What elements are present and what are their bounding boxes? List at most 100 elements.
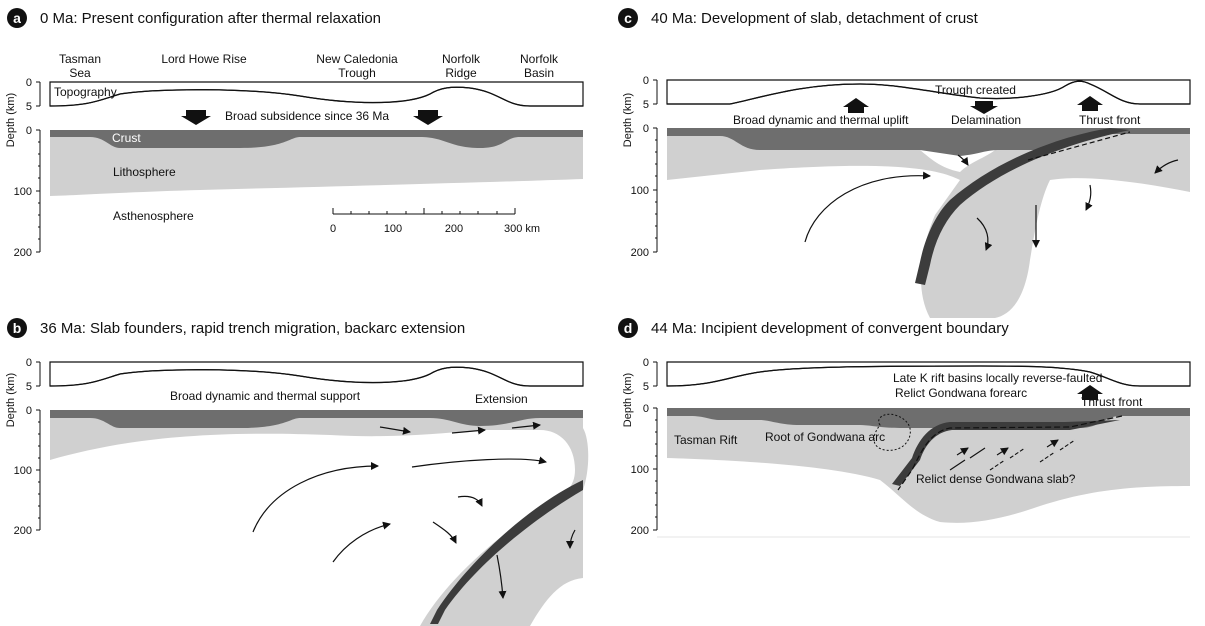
tasman-rift-label: Tasman Rift [674,433,738,447]
b-tick-depth-100: 100 [14,465,32,477]
a-tick-depth-0: 0 [26,125,32,137]
b-slab [430,480,583,624]
forearc-label: Relict Gondwana forearc [895,386,1027,400]
panel-d-title: 44 Ma: Incipient development of converge… [651,320,1009,337]
panel-c-topography [666,79,1191,105]
place-lord-howe-rise: Lord Howe Rise [161,52,247,66]
d-tick-topo-0: 0 [643,357,649,369]
uplift-label: Broad dynamic and thermal uplift [733,113,909,127]
c-flow-arrows [804,154,1179,251]
c-tick-depth-0: 0 [643,123,649,135]
place-norfolk-basin-1: Norfolk [520,52,559,66]
crust-layer [50,130,583,148]
thrust-arrow-d [1077,385,1103,400]
d-tick-depth-200: 200 [631,525,649,537]
thrust-arrow-c [1077,96,1103,111]
panel-d-topography [666,361,1191,387]
b-flow-arrows [252,421,576,599]
place-ridge: Ridge [445,66,477,80]
place-sea: Sea [69,66,91,80]
place-trough: Trough [338,66,376,80]
panel-d-axis [653,361,1190,538]
panel-b-badge [7,318,27,338]
topography-label: Topography [54,85,117,99]
gondwana-arc-root-label: Root of Gondwana arc [765,430,885,444]
panel-c-title: 40 Ma: Development of slab, detachment o… [651,10,979,27]
extension-label: Extension [475,392,528,406]
panel-b-axis [36,361,41,531]
b-tick-topo-0: 0 [26,357,32,369]
scale-0: 0 [330,223,336,235]
place-tasman: Tasman [59,52,101,66]
a-tick-topo-0: 0 [26,77,32,89]
d-reverse-faults [949,439,1076,471]
panel-a-title: 0 Ma: Present configuration after therma… [40,10,381,27]
c-delamination-gap [920,149,995,172]
panel-a-axis [36,81,41,253]
c-tick-depth-100: 100 [631,185,649,197]
b-lithosphere [50,410,589,626]
d-depth-label: Depth (km) [622,373,634,427]
lithosphere-label: Lithosphere [113,165,176,179]
subsidence-arrow-right [413,110,443,125]
subsidence-arrow-left [181,110,211,125]
c-thrust-fault [1027,131,1131,161]
place-new-caledonia: New Caledonia [316,52,398,66]
b-tick-depth-200: 200 [14,525,32,537]
crust-label: Crust [112,131,141,145]
gondwana-arc-root-outline [873,413,911,451]
d-tick-topo-5: 5 [643,381,649,393]
b-crust [50,410,583,428]
a-tick-depth-200: 200 [14,247,32,259]
topography-box: Topography [49,81,584,107]
scale-300: 300 km [504,223,540,235]
d-tick-depth-100: 100 [631,464,649,476]
panel-b-title: 36 Ma: Slab founders, rapid trench migra… [40,320,465,337]
panel-d-badge [618,318,638,338]
thrust-front-d-label: Thrust front [1081,395,1143,409]
panel-b-topography [49,361,584,387]
subsidence-label: Broad subsidence since 36 Ma [225,109,389,123]
d-tick-depth-0: 0 [643,403,649,415]
thrust-front-c-label: Thrust front [1079,113,1141,127]
delamination-arrow [970,101,998,114]
c-tick-depth-200: 200 [631,247,649,259]
uplift-arrow [843,98,869,113]
c-crust [667,128,1190,156]
c-depth-label: Depth (km) [622,93,634,147]
c-tick-topo-0: 0 [643,75,649,87]
panel-d: d 44 Ma: Incipient development of conver… [618,318,1191,538]
panel-c: c 40 Ma: Development of slab, detachment… [618,8,1191,318]
panel-c-badge [618,8,638,28]
c-slab [915,128,1130,285]
trough-created-label: Trough created [935,83,1016,97]
a-depth-label: Depth (km) [5,93,17,147]
delamination-label: Delamination [951,113,1021,127]
panel-c-axis [653,79,658,253]
panel-c-letter: c [624,10,632,26]
b-depth-label: Depth (km) [5,373,17,427]
d-fault-arrows [956,439,1059,456]
b-tick-depth-0: 0 [26,405,32,417]
c-lithosphere [667,128,1190,318]
scale-100: 100 [384,223,402,235]
rift-basins-label: Late K rift basins locally reverse-fault… [893,371,1102,385]
scale-200: 200 [445,223,463,235]
a-tick-topo-5: 5 [26,101,32,113]
a-tick-depth-100: 100 [14,186,32,198]
panel-a-badge [7,8,27,28]
asthenosphere-label: Asthenosphere [113,209,194,223]
panel-b: b 36 Ma: Slab founders, rapid trench mig… [5,318,589,626]
b-tick-topo-5: 5 [26,381,32,393]
panel-a-letter: a [13,10,21,26]
d-lithosphere [667,408,1190,523]
c-tick-topo-5: 5 [643,99,649,111]
place-basin: Basin [524,66,554,80]
relict-slab-label: Relict dense Gondwana slab? [916,472,1076,486]
panel-d-letter: d [624,320,633,336]
panel-a: a 0 Ma: Present configuration after ther… [5,8,584,259]
panel-b-letter: b [13,320,22,336]
scale-bar [332,208,516,215]
d-relict-slab-outline [897,415,1123,491]
